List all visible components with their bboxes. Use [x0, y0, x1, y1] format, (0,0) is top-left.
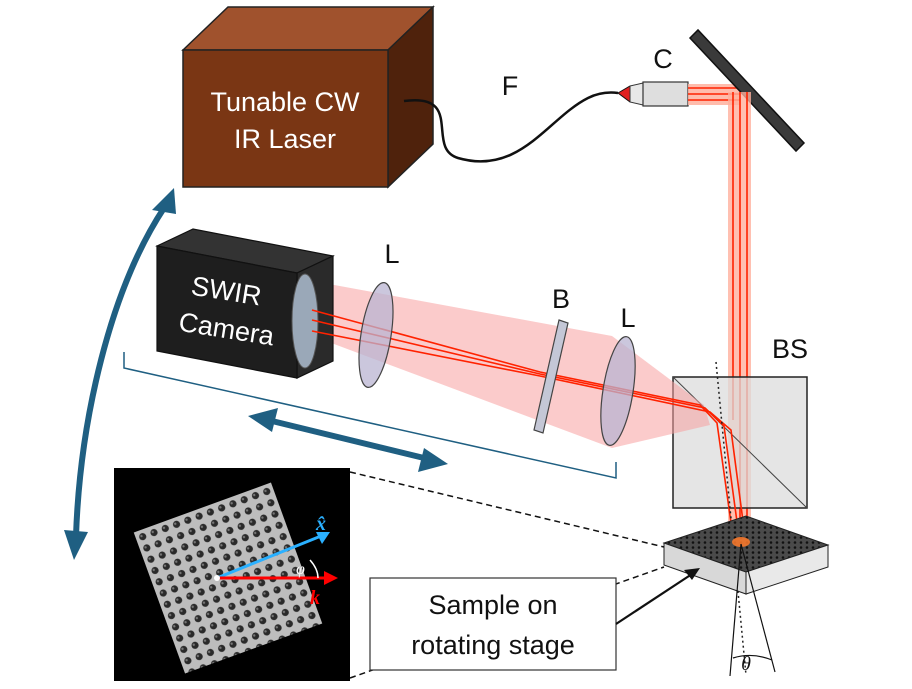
beam-splitter [672, 376, 808, 509]
fiber-label: F [502, 71, 519, 101]
theta-label: θ [741, 653, 751, 675]
beamsplitter-label: BS [772, 334, 808, 364]
lens-2 [600, 336, 636, 446]
swir-camera: SWIR Camera [155, 228, 335, 379]
block-label: B [552, 284, 570, 314]
sem-inset: x̂ k φ [114, 468, 350, 681]
mirror [688, 28, 806, 153]
collimator-label: C [653, 44, 673, 74]
block-plate [533, 319, 569, 434]
laser-source: Tunable CW IR Laser [181, 5, 435, 189]
laser-label-line1: Tunable CW [210, 87, 360, 117]
sample-pointer [615, 573, 693, 625]
sample-pointer-head [684, 568, 700, 580]
laser-label-line2: IR Laser [234, 124, 336, 154]
translation-rail [123, 352, 617, 479]
sample-label-box: Sample on rotating stage [369, 577, 617, 671]
rotation-arrow [64, 188, 176, 560]
lens-1 [358, 281, 394, 389]
inset-phi-label: φ [296, 561, 305, 578]
lens-1-label: L [384, 239, 399, 269]
translation-arrow [248, 408, 448, 472]
theta-wedge [729, 543, 776, 677]
imaging-rays [311, 309, 747, 545]
optical-fiber [403, 91, 619, 163]
sample-stage [662, 515, 830, 595]
inset-x-label: x̂ [315, 513, 326, 535]
sample-label-line1: Sample on [428, 590, 557, 620]
sample-label-line2: rotating stage [411, 630, 575, 660]
inset-k-label: k [310, 587, 320, 609]
collimator [617, 81, 689, 107]
lens-2-label: L [620, 303, 635, 333]
